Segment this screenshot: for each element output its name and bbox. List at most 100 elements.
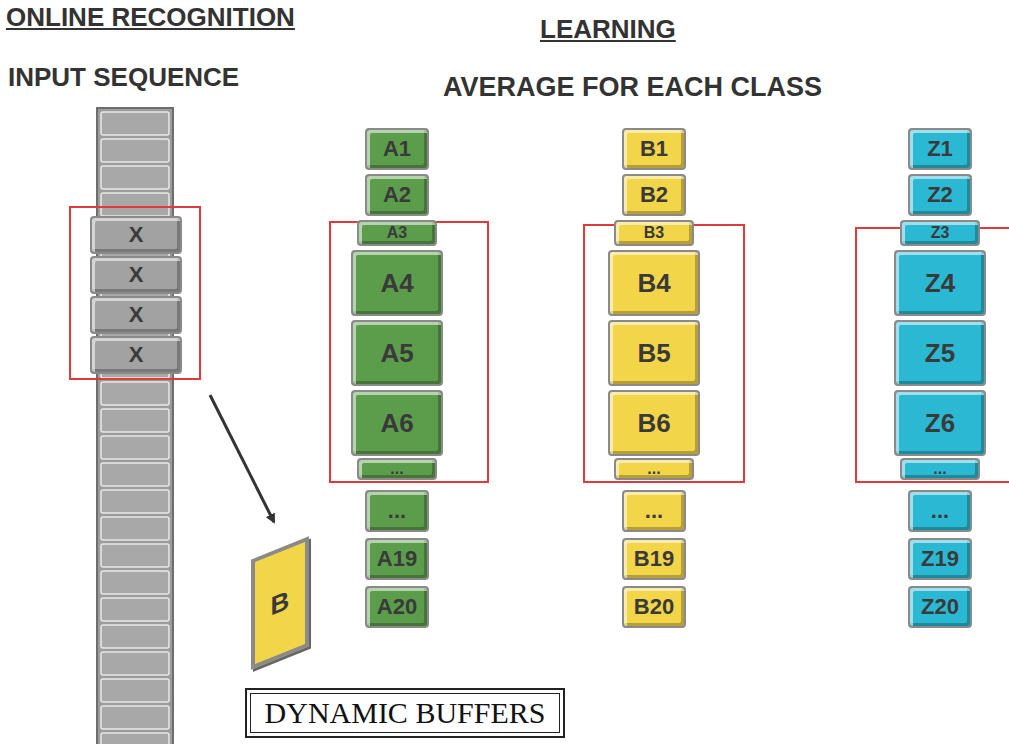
strip-cell bbox=[101, 598, 169, 621]
cell-text: Z19 bbox=[921, 546, 959, 572]
class-cell: ... bbox=[357, 458, 437, 480]
class-cell: Z1 bbox=[908, 128, 972, 170]
heading-label: ONLINE RECOGNITION bbox=[6, 2, 295, 33]
class-cell: A3 bbox=[357, 220, 437, 246]
cell-text: B2 bbox=[640, 182, 668, 208]
cell-text: A6 bbox=[380, 408, 413, 439]
cell-text: Z2 bbox=[927, 182, 953, 208]
class-cell: A5 bbox=[351, 320, 443, 386]
cell-text: ... bbox=[388, 498, 406, 524]
class-cell: Z4 bbox=[894, 250, 986, 316]
class-cell: A2 bbox=[365, 174, 429, 216]
strip-cell bbox=[101, 517, 169, 540]
strip-cell bbox=[101, 544, 169, 567]
cell-text: B19 bbox=[634, 546, 674, 572]
cell-text: B bbox=[271, 584, 290, 623]
strip-cell bbox=[101, 409, 169, 432]
strip-cell bbox=[101, 706, 169, 729]
class-cell: A4 bbox=[351, 250, 443, 316]
strip-cell bbox=[101, 166, 169, 189]
cell-text: ... bbox=[647, 460, 660, 478]
cell-text: B4 bbox=[637, 268, 670, 299]
class-cell: B6 bbox=[608, 390, 700, 456]
class-cell: A19 bbox=[365, 538, 429, 580]
window-frame bbox=[330, 222, 488, 482]
output-card: B bbox=[251, 536, 309, 669]
class-cell: B1 bbox=[622, 128, 686, 170]
input-strip bbox=[97, 108, 173, 744]
cell-text: B20 bbox=[634, 594, 674, 620]
class-cell: B5 bbox=[608, 320, 700, 386]
window-frame bbox=[584, 225, 744, 482]
heading-label: INPUT SEQUENCE bbox=[8, 62, 239, 93]
input-cell: X bbox=[90, 216, 182, 254]
cell-text: A1 bbox=[383, 136, 411, 162]
strip-cell bbox=[101, 436, 169, 459]
class-cell: B20 bbox=[622, 586, 686, 628]
class-cell: Z5 bbox=[894, 320, 986, 386]
cell-text: X bbox=[129, 222, 144, 248]
cell-text: X bbox=[129, 262, 144, 288]
class-cell: A1 bbox=[365, 128, 429, 170]
cell-text: ... bbox=[931, 498, 949, 524]
class-cell: B4 bbox=[608, 250, 700, 316]
cell-text: B1 bbox=[640, 136, 668, 162]
class-cell: ... bbox=[365, 490, 429, 532]
strip-cell bbox=[101, 463, 169, 486]
strip-cell bbox=[101, 679, 169, 702]
strip-cell bbox=[101, 490, 169, 513]
cell-text: A2 bbox=[383, 182, 411, 208]
strip-cell bbox=[101, 112, 169, 135]
strip-cell bbox=[101, 652, 169, 675]
class-cell: Z2 bbox=[908, 174, 972, 216]
strip-cell bbox=[101, 571, 169, 594]
class-cell: ... bbox=[900, 458, 980, 480]
input-cell: X bbox=[90, 256, 182, 294]
cell-text: B3 bbox=[644, 224, 664, 242]
input-cell: X bbox=[90, 336, 182, 374]
cell-text: Z5 bbox=[925, 338, 955, 369]
heading-label: AVERAGE FOR EACH CLASS bbox=[443, 72, 822, 103]
cell-text: X bbox=[129, 302, 144, 328]
class-cell: Z6 bbox=[894, 390, 986, 456]
class-cell: Z3 bbox=[900, 220, 980, 246]
label-box: DYNAMIC BUFFERS bbox=[245, 688, 565, 738]
cell-text: Z6 bbox=[925, 408, 955, 439]
class-cell: A6 bbox=[351, 390, 443, 456]
class-cell: ... bbox=[908, 490, 972, 532]
strip-cell bbox=[101, 625, 169, 648]
cell-text: DYNAMIC BUFFERS bbox=[265, 696, 546, 730]
strip-cell bbox=[101, 193, 169, 216]
class-cell: B19 bbox=[622, 538, 686, 580]
class-cell: A20 bbox=[365, 586, 429, 628]
window-frame bbox=[70, 207, 200, 379]
cell-text: Z4 bbox=[925, 268, 955, 299]
class-cell: ... bbox=[614, 458, 694, 480]
cell-text: Z20 bbox=[921, 594, 959, 620]
cell-text: ... bbox=[645, 498, 663, 524]
window-frame bbox=[856, 228, 1009, 482]
cell-text: A3 bbox=[387, 224, 407, 242]
heading-label: LEARNING bbox=[540, 14, 676, 45]
class-cell: B2 bbox=[622, 174, 686, 216]
strip-cell bbox=[101, 733, 169, 744]
cell-text: X bbox=[129, 342, 144, 368]
cell-text: B5 bbox=[637, 338, 670, 369]
cell-text: A5 bbox=[380, 338, 413, 369]
class-cell: Z20 bbox=[908, 586, 972, 628]
cell-text: A20 bbox=[377, 594, 417, 620]
cell-text: A19 bbox=[377, 546, 417, 572]
input-strip-body bbox=[97, 108, 173, 744]
class-cell: B3 bbox=[614, 220, 694, 246]
class-cell: Z19 bbox=[908, 538, 972, 580]
cell-text: ... bbox=[933, 460, 946, 478]
cell-text: A4 bbox=[380, 268, 413, 299]
output-arrow bbox=[210, 395, 274, 522]
cell-text: Z1 bbox=[927, 136, 953, 162]
cell-text: Z3 bbox=[931, 224, 950, 242]
input-cell: X bbox=[90, 296, 182, 334]
cell-text: ... bbox=[390, 460, 403, 478]
strip-cell bbox=[101, 139, 169, 162]
class-cell: ... bbox=[622, 490, 686, 532]
